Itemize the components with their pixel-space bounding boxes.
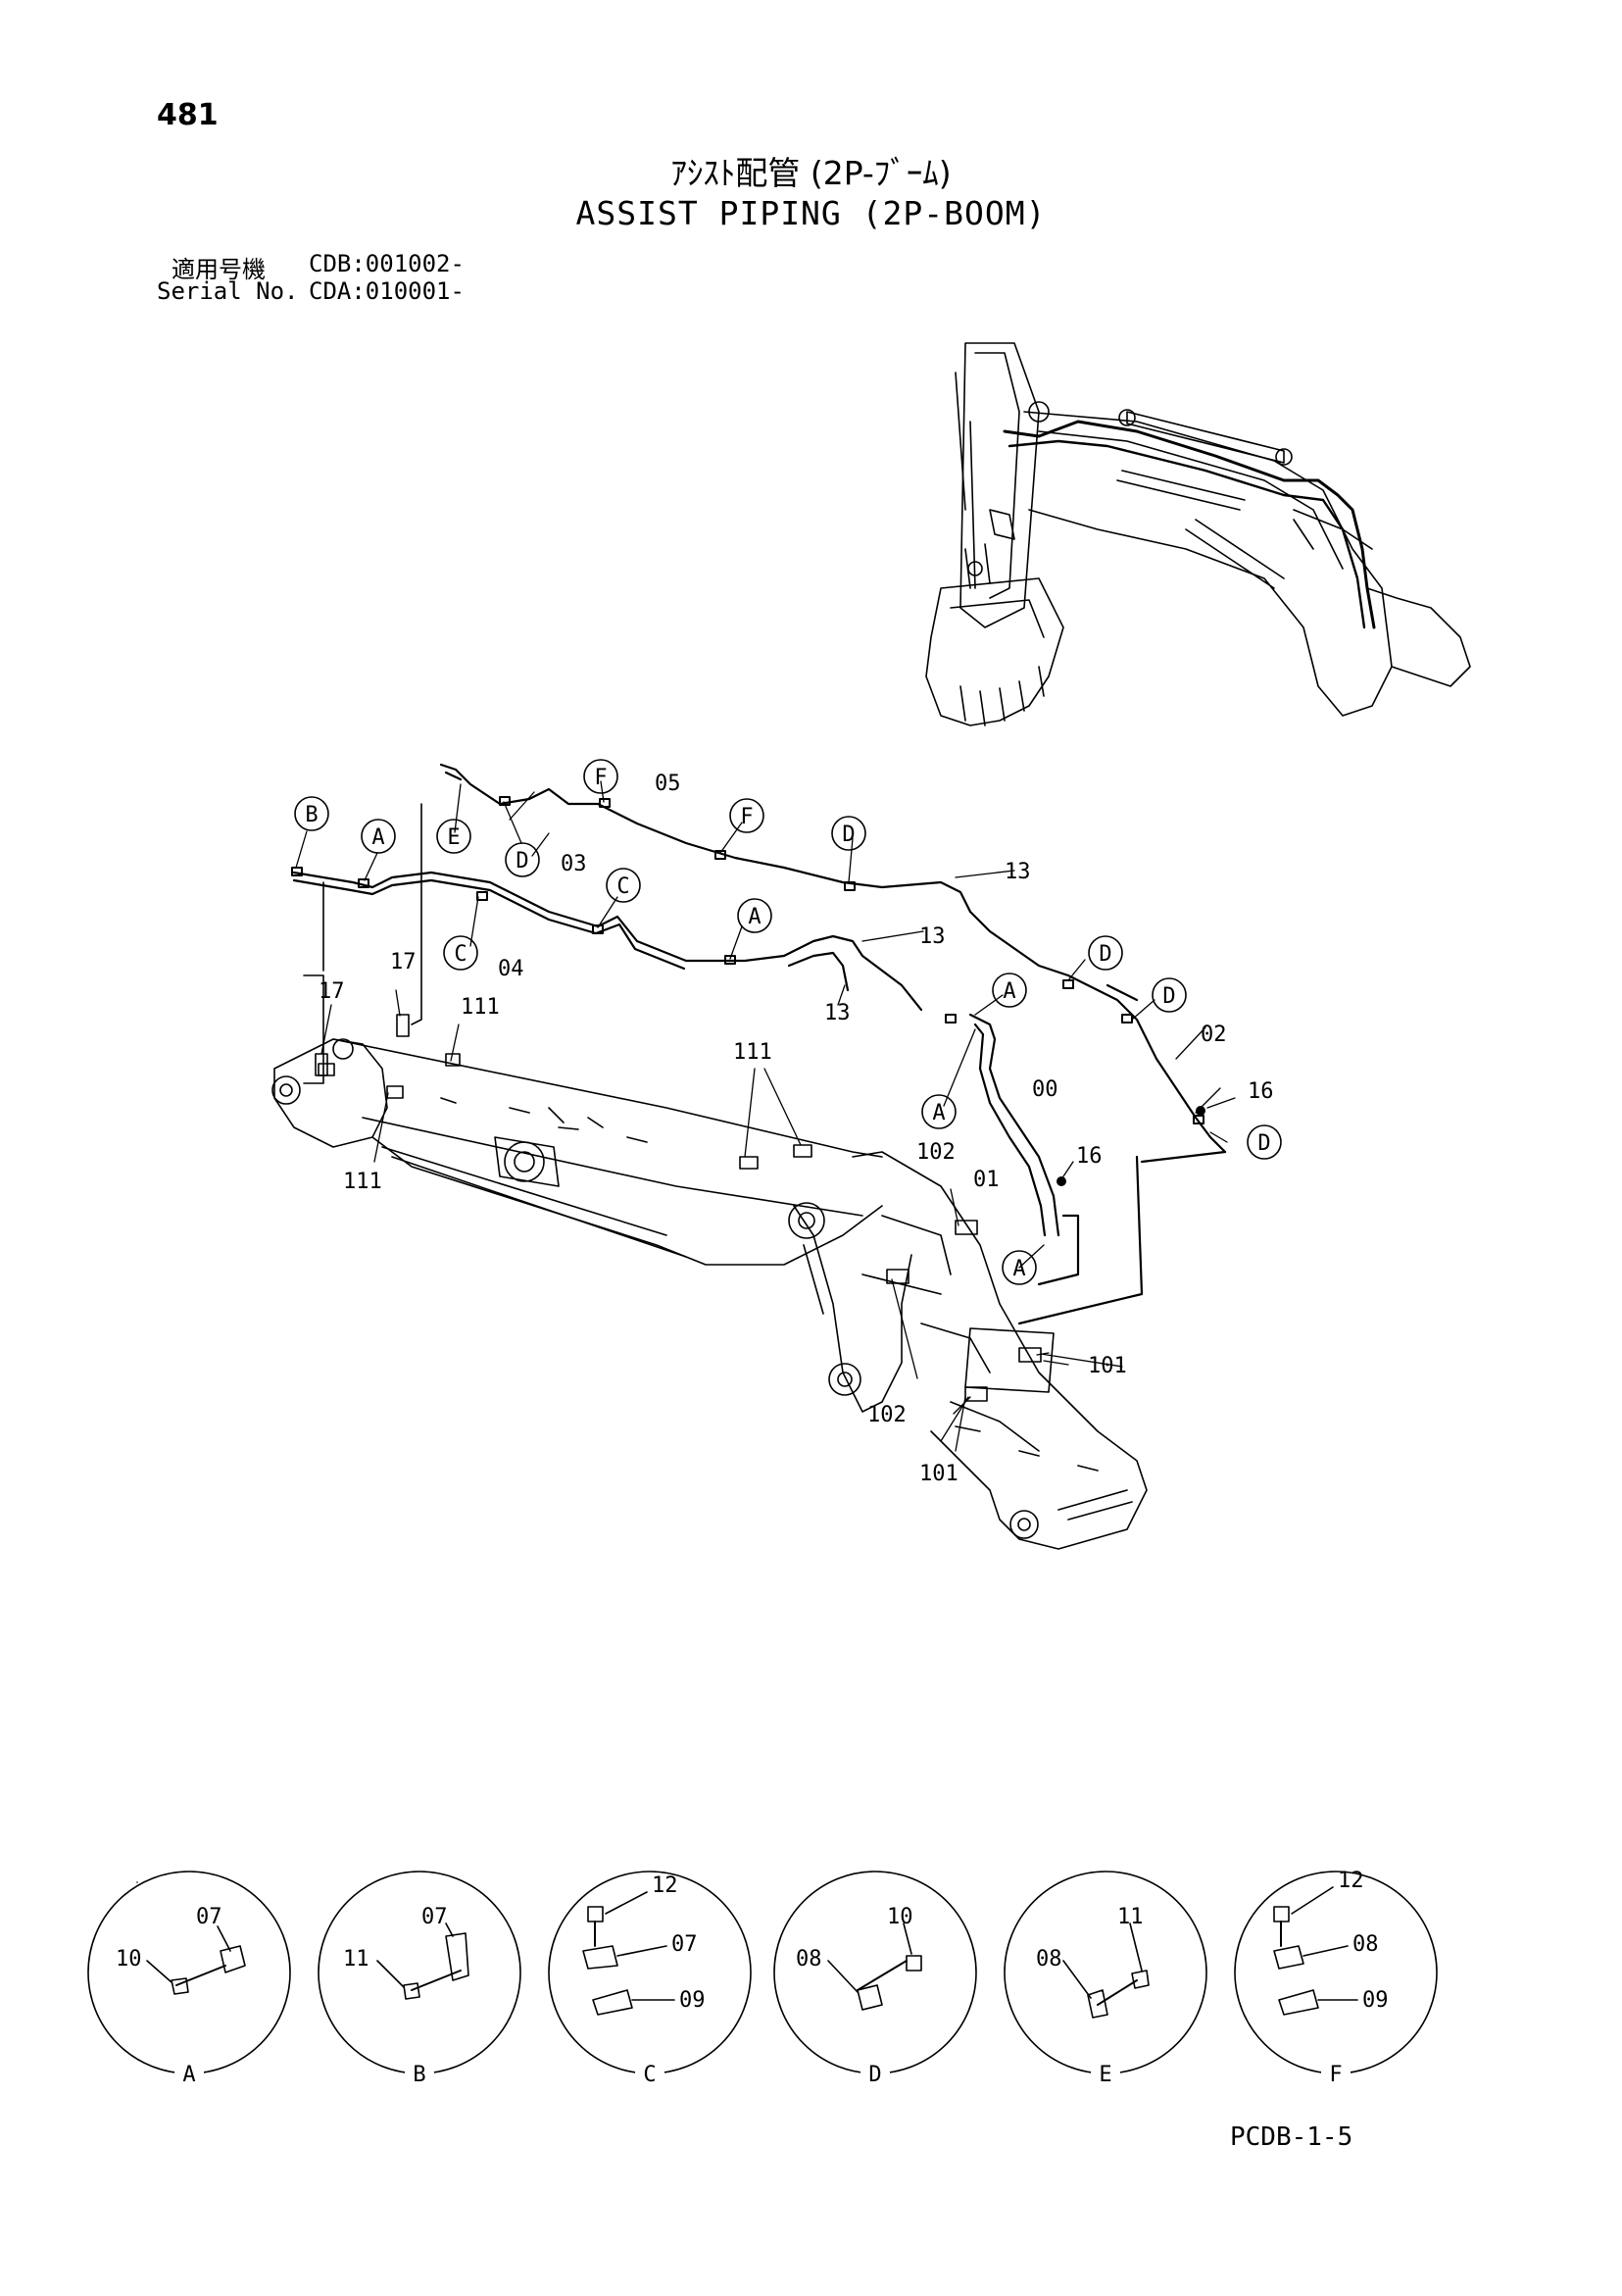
detail-f-part-09: 09 [1362, 1988, 1389, 2013]
detail-a-part-10: 10 [116, 1947, 142, 1972]
svg-text:E: E [447, 825, 460, 850]
detail-view-b: 07 11 B [318, 1871, 521, 2087]
detail-b-label: B [413, 2063, 425, 2087]
detail-e-part-11: 11 [1117, 1905, 1144, 1929]
marker-a: A [921, 1094, 957, 1129]
callout-05: 05 [655, 772, 681, 796]
svg-text:D: D [842, 823, 855, 847]
marker-d: D [1152, 977, 1187, 1013]
detail-f-label: F [1329, 2063, 1342, 2087]
marker-a: A [737, 898, 772, 933]
callout-leader-lines [295, 780, 1236, 1452]
callout-13: 13 [919, 924, 946, 949]
assist-piping-lines [292, 763, 1227, 1325]
marker-e: E [436, 819, 471, 854]
callout-13: 13 [1005, 860, 1031, 884]
marker-a: A [1002, 1250, 1037, 1285]
marker-d: D [505, 842, 540, 877]
svg-text:D: D [1162, 984, 1175, 1009]
callout-101: 101 [919, 1462, 958, 1486]
svg-text:D: D [1257, 1131, 1270, 1156]
svg-text:A: A [1003, 979, 1015, 1004]
detail-a-label: A [182, 2063, 195, 2087]
detail-d-part-10: 10 [887, 1905, 913, 1929]
detail-b-part-11: 11 [343, 1947, 369, 1972]
callout-04: 04 [498, 957, 524, 981]
callout-17: 17 [390, 950, 417, 974]
callout-111: 111 [343, 1170, 382, 1194]
detail-view-c: 12 07 09 C [548, 1871, 752, 2087]
svg-text:C: C [454, 942, 467, 967]
page-title-japanese: ｱｼｽﾄ配管 (2P-ﾌﾞｰﾑ) [670, 154, 952, 192]
svg-text:D: D [1099, 942, 1111, 967]
svg-text:C: C [616, 874, 629, 899]
svg-text:D: D [516, 849, 528, 873]
detail-c-label: C [643, 2063, 656, 2087]
detail-f-part-08: 08 [1352, 1932, 1379, 1957]
callout-17: 17 [319, 979, 345, 1004]
callout-03: 03 [561, 852, 587, 876]
svg-text:B: B [305, 803, 318, 827]
svg-text:A: A [932, 1101, 945, 1125]
marker-c: C [606, 868, 641, 903]
serial-range-cdb: CDB:001002- [309, 250, 465, 277]
marker-a: A [361, 819, 396, 854]
section-markers: B A E D F F D C C A D D A A D A [294, 759, 1282, 1285]
serial-label-english: Serial No. [157, 277, 299, 305]
detail-f-part-12: 12 [1338, 1869, 1364, 1893]
detail-b-part-07: 07 [421, 1905, 448, 1929]
detail-view-f: 12 08 09 F [1234, 1869, 1438, 2087]
detail-c-part-12: 12 [652, 1873, 678, 1898]
marker-d: D [831, 816, 866, 851]
page-code: PCDB-1-5 [1230, 2122, 1353, 2152]
excavator-overview-drawing [925, 342, 1471, 726]
detail-views: 07 10 A 07 11 B 12 [87, 1869, 1438, 2087]
page-title-english: ASSIST PIPING (2P-BOOM) [575, 194, 1047, 232]
marker-d: D [1247, 1124, 1282, 1160]
boom-assembly-drawing [271, 803, 1148, 1550]
callout-102: 102 [867, 1403, 907, 1427]
serial-range-cda: CDA:010001- [309, 277, 465, 305]
part-callouts: 05 03 04 13 13 13 00 01 02 16 16 17 17 1… [319, 772, 1274, 1486]
callout-01: 01 [973, 1168, 1000, 1192]
detail-e-label: E [1099, 2063, 1111, 2087]
marker-f: F [583, 759, 618, 794]
svg-text:F: F [740, 805, 753, 829]
detail-d-label: D [868, 2063, 881, 2087]
serial-label-japanese: 適用号機 [172, 256, 266, 283]
detail-view-d: 10 08 D [773, 1871, 977, 2087]
callout-101: 101 [1088, 1354, 1127, 1378]
marker-b: B [294, 796, 329, 831]
callout-16: 16 [1076, 1144, 1103, 1169]
page-number: 481 [157, 98, 219, 132]
marker-f: F [729, 798, 764, 833]
callout-13: 13 [824, 1001, 851, 1025]
marker-d: D [1088, 935, 1123, 971]
callout-111: 111 [461, 995, 500, 1020]
marker-a: A [992, 973, 1027, 1008]
detail-a-part-07: 07 [196, 1905, 222, 1929]
detail-c-part-07: 07 [671, 1932, 698, 1957]
svg-text:F: F [594, 766, 607, 790]
callout-02: 02 [1201, 1023, 1227, 1047]
svg-text:A: A [748, 905, 761, 929]
marker-c: C [443, 935, 478, 971]
detail-e-part-08: 08 [1036, 1947, 1062, 1972]
svg-text:A: A [371, 825, 384, 850]
callout-102: 102 [916, 1140, 956, 1165]
detail-view-a: 07 10 A [87, 1871, 291, 2087]
detail-view-e: 11 08 E [1004, 1871, 1207, 2087]
detail-d-part-08: 08 [796, 1947, 822, 1972]
callout-00: 00 [1032, 1077, 1058, 1102]
detail-c-part-09: 09 [679, 1988, 706, 2013]
svg-text:A: A [1012, 1257, 1025, 1281]
callout-16: 16 [1248, 1079, 1274, 1104]
callout-111: 111 [733, 1040, 772, 1065]
